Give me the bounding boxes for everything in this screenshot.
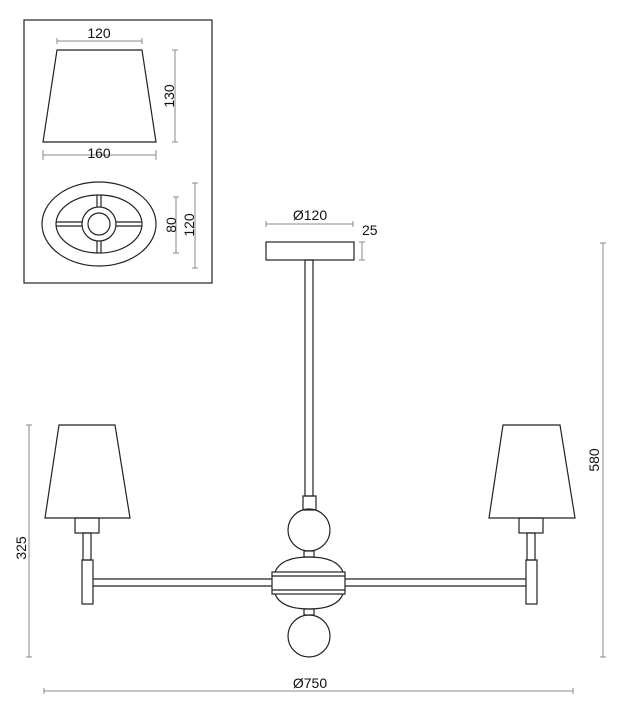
dim-shade-height: 130 (161, 84, 177, 108)
right-lamp (488, 424, 576, 605)
dim-inner: 80 (163, 217, 179, 233)
arms (93, 578, 526, 587)
shade-top-view (41, 181, 157, 267)
center-hub (271, 556, 346, 610)
dimensions: Ø120 25 580 325 Ø750 (13, 207, 606, 694)
shade-detail-inset: 120 160 130 80 120 (23, 19, 213, 284)
dim-outer: 120 (181, 213, 197, 237)
lower-ball (287, 614, 331, 658)
dim-canopy-diameter: Ø120 (293, 207, 327, 223)
dim-shade-top: 120 (87, 25, 111, 41)
dim-total-diameter: Ø750 (293, 675, 327, 691)
dim-line (42, 150, 157, 160)
dim-shade-bottom: 160 (87, 145, 111, 161)
canopy (265, 241, 355, 261)
dim-line (173, 196, 179, 254)
shade-side-view (42, 49, 157, 143)
rod-connector (302, 495, 317, 511)
left-lamp (44, 424, 131, 605)
dim-line (172, 49, 178, 143)
dim-arm-height: 325 (13, 536, 29, 560)
rod (304, 259, 314, 497)
dim-total-height: 580 (586, 448, 602, 472)
inset-frame (23, 19, 213, 284)
upper-ball (287, 508, 331, 552)
dim-canopy-height: 25 (362, 222, 378, 238)
dim-line (192, 182, 198, 269)
dim-line (56, 38, 143, 44)
chandelier (44, 241, 576, 658)
